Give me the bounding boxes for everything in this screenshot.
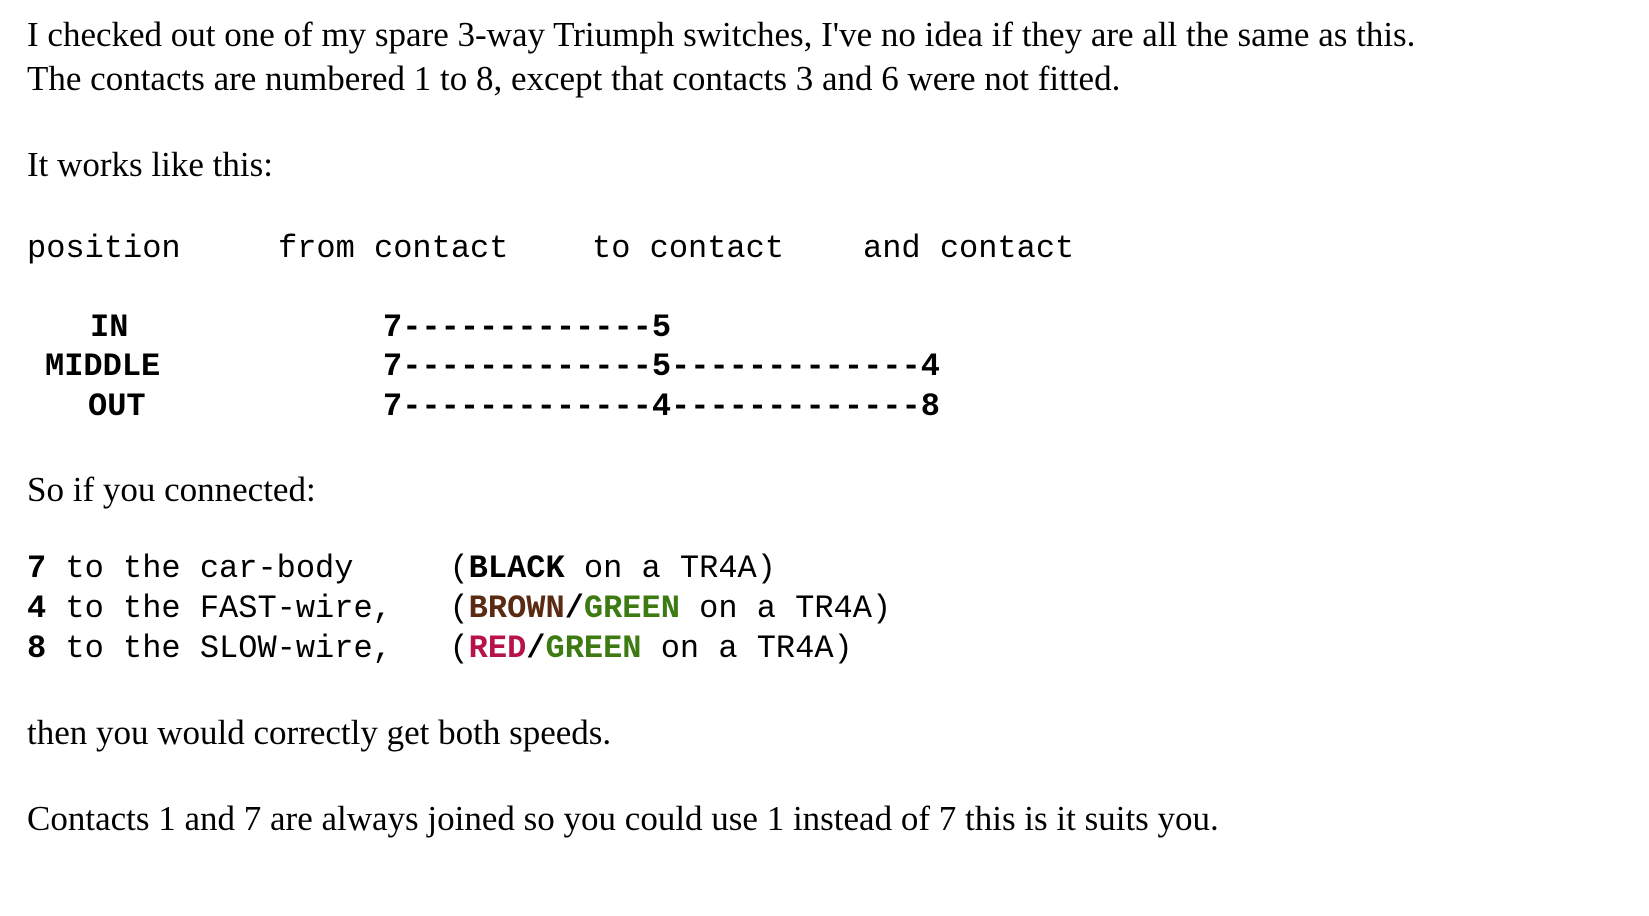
connection-line: 4 to the FAST-wire, (BROWN/GREEN on a TR…: [27, 590, 891, 627]
then-text: then you would correctly get both speeds…: [27, 713, 612, 752]
connection-target: to the FAST-wire,: [46, 590, 450, 627]
works-like-text: It works like this:: [27, 145, 273, 184]
connection-contact-number: 4: [27, 590, 47, 627]
row-dash-1: -------------: [402, 348, 652, 385]
connection-line: 7 to the car-body (BLACK on a TR4A): [27, 550, 776, 587]
wire-color-label: BROWN: [468, 590, 565, 627]
row-and: 8: [920, 388, 940, 425]
row-dash-1: -------------: [402, 309, 652, 346]
row-to: 5: [651, 309, 672, 346]
color-separator: /: [564, 590, 584, 627]
row-position: IN: [90, 309, 129, 346]
row-dash-1: -------------: [402, 388, 652, 425]
color-separator: /: [526, 630, 546, 667]
connection-paren-open: (: [449, 590, 469, 627]
row-to: 5: [651, 348, 672, 385]
wire-color-label: GREEN: [545, 630, 642, 667]
connection-suffix: on a TR4A): [564, 550, 776, 587]
connection-target: to the car-body: [46, 550, 450, 587]
row-from: 7: [383, 388, 403, 425]
connection-paren-open: (: [449, 550, 469, 587]
connection-line: 8 to the SLOW-wire, (RED/GREEN on a TR4A…: [27, 630, 853, 667]
row-from: 7: [383, 348, 403, 385]
connection-contact-number: 7: [27, 550, 47, 587]
row-position: OUT: [88, 388, 146, 425]
row-and: 4: [920, 348, 940, 385]
row-dash-2: -------------: [671, 348, 921, 385]
row-wiring: 7-------------5: [383, 309, 671, 346]
intro-line-1: I checked out one of my spare 3-way Triu…: [27, 15, 1416, 54]
connection-paren-open: (: [449, 630, 469, 667]
row-wiring: 7-------------5-------------4: [383, 348, 940, 385]
table-header-to-contact: to contact: [592, 230, 785, 267]
so-if-text: So if you connected:: [27, 470, 316, 509]
connection-suffix: on a TR4A): [641, 630, 853, 667]
row-to: 4: [651, 388, 672, 425]
connection-target: to the SLOW-wire,: [46, 630, 450, 667]
wire-color-label: BLACK: [468, 550, 565, 587]
row-position: MIDDLE: [45, 348, 161, 385]
intro-line-2: The contacts are numbered 1 to 8, except…: [27, 59, 1121, 98]
connection-suffix: on a TR4A): [679, 590, 892, 627]
wire-color-label: GREEN: [583, 590, 680, 627]
row-wiring: 7-------------4-------------8: [383, 388, 940, 425]
row-from: 7: [383, 309, 403, 346]
table-header-from-contact: from contact: [278, 230, 509, 267]
contacts-note: Contacts 1 and 7 are always joined so yo…: [27, 799, 1219, 838]
table-header-and-contact: and contact: [863, 230, 1075, 267]
row-dash-2: -------------: [671, 388, 921, 425]
connection-contact-number: 8: [27, 630, 47, 667]
table-header-position: position: [27, 230, 181, 267]
wire-color-label: RED: [468, 630, 527, 667]
